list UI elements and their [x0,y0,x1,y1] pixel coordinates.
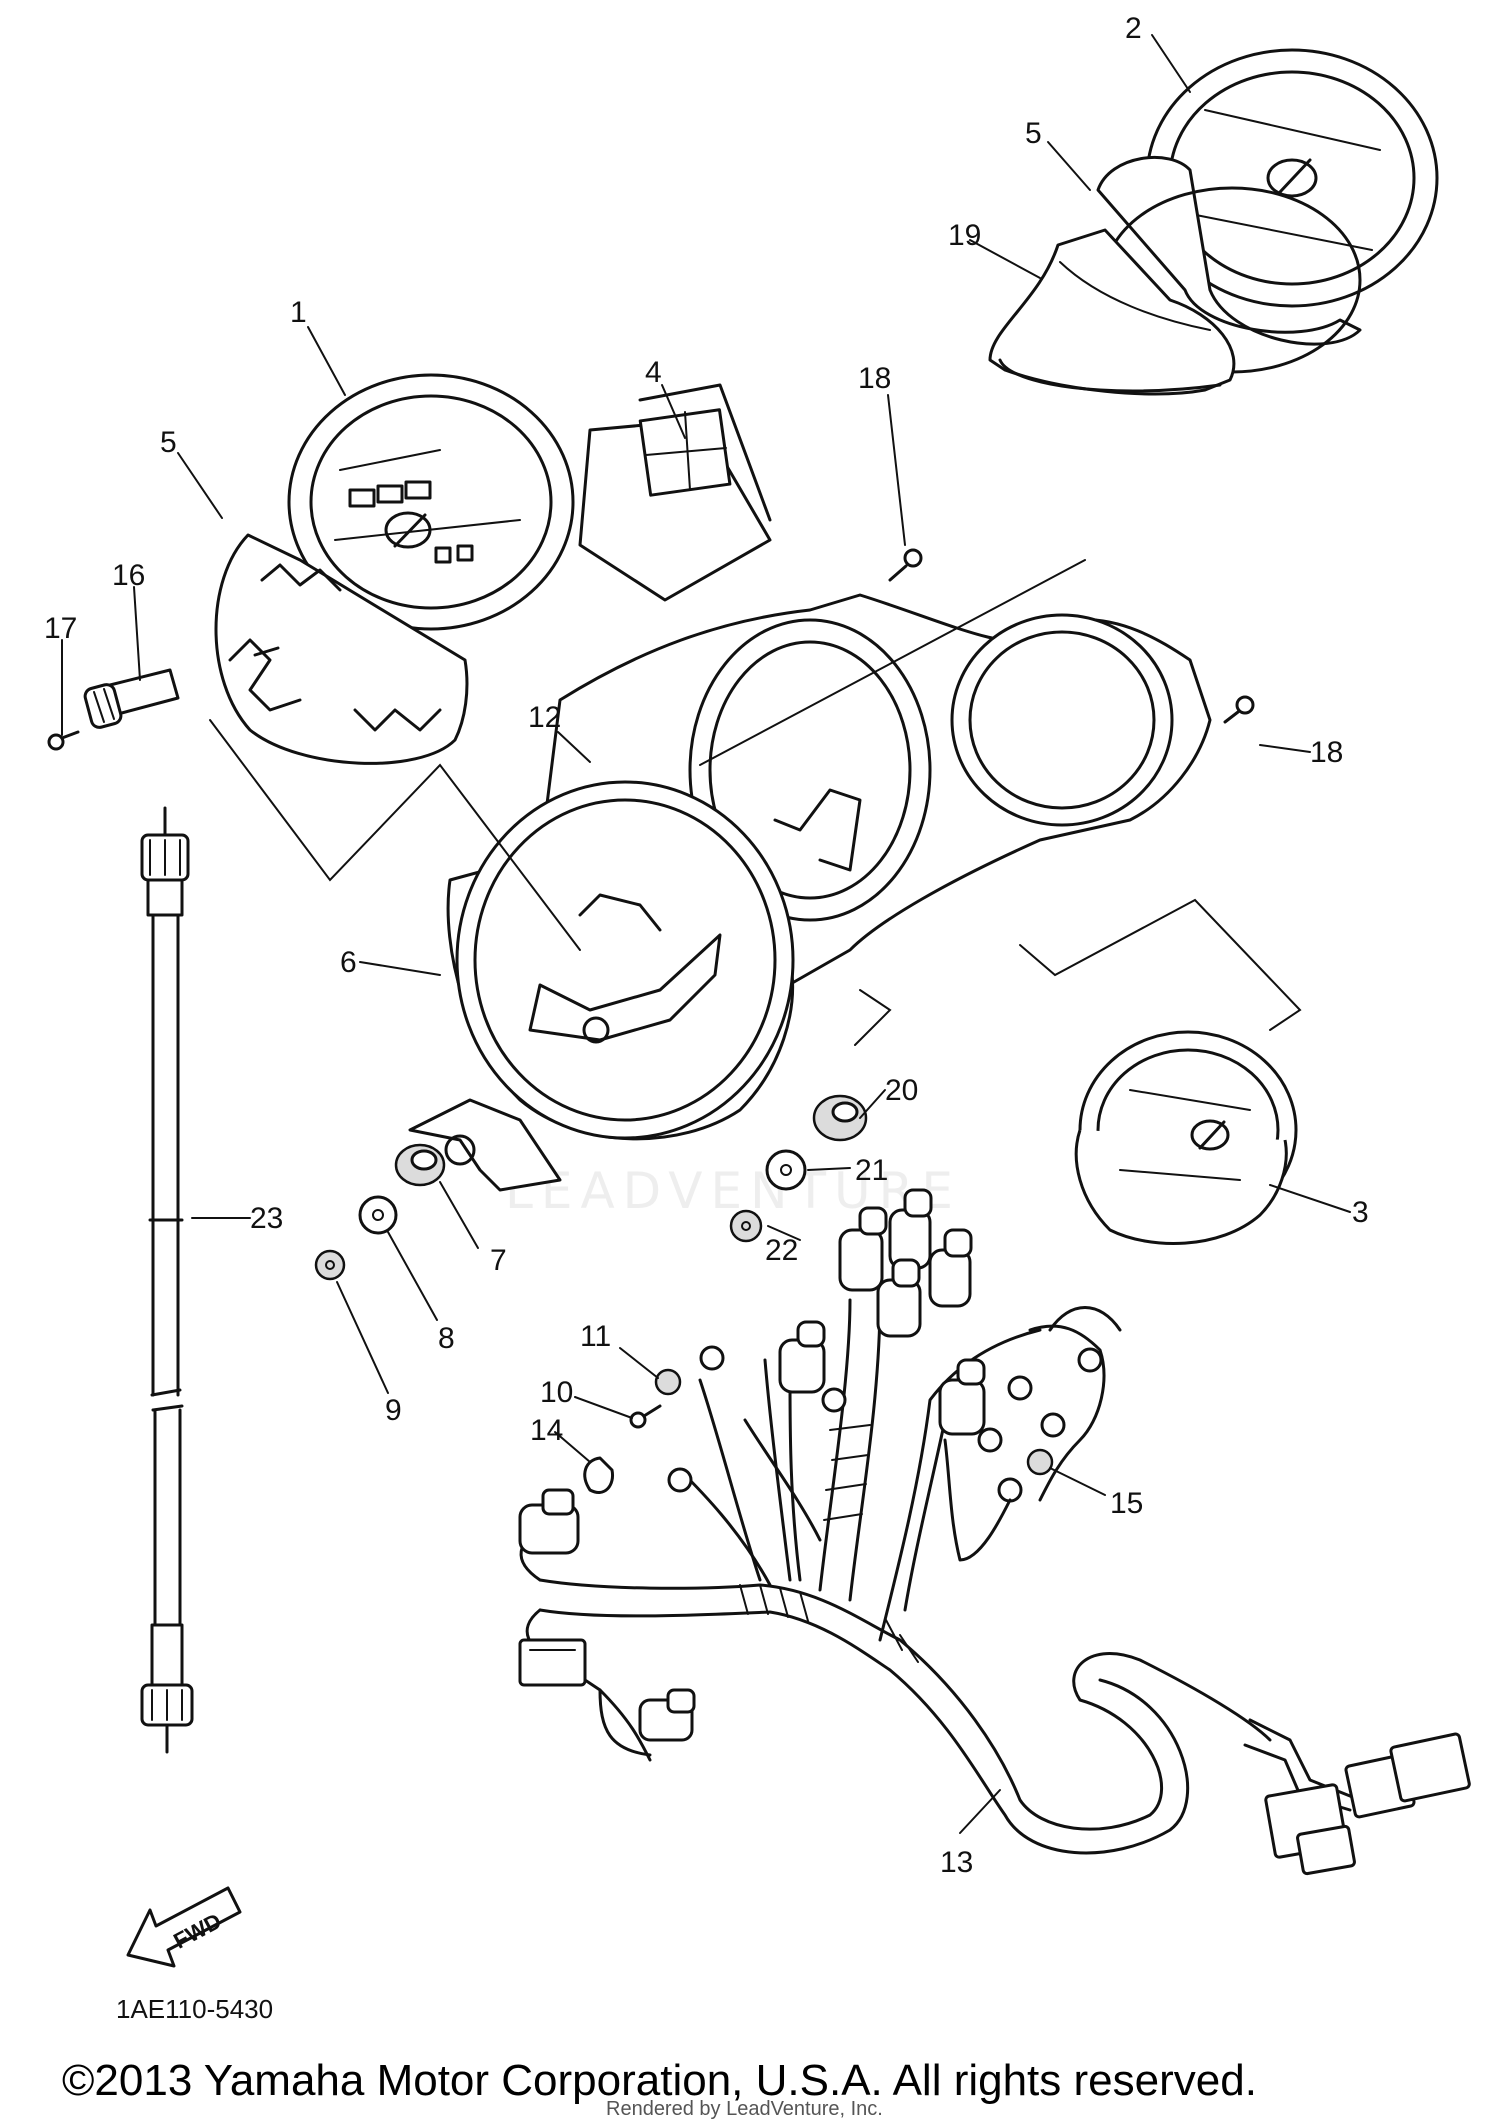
leader-lines [62,35,1350,1833]
part-10-screw [631,1406,660,1427]
part-15-bulb-socket [1028,1450,1052,1474]
callout-label-22: 22 [765,1234,798,1267]
callout-label-18-top: 18 [858,362,891,395]
part-11-nut [656,1370,680,1394]
callout-label-13: 13 [940,1846,973,1879]
part-18-screw-a [890,550,921,580]
part-1-meter-left [289,375,573,629]
part-7-grommet [396,1145,444,1185]
part-21-washer [767,1151,805,1189]
part-5-meter-case-left [216,535,467,763]
part-4-indicator-unit [580,385,770,600]
callout-label-14: 14 [530,1414,563,1447]
callout-label-5-left: 5 [160,426,177,459]
fwd-arrow: FWD [128,1888,240,1966]
callout-label-7: 7 [490,1244,507,1277]
callout-label-2: 2 [1125,12,1142,45]
part-23-speedometer-cable [142,808,192,1752]
part-16-trip-knob [83,670,178,729]
watermark-text: LEADVENTURE [505,1162,961,1220]
part-22-nut [731,1211,761,1241]
part-6-meter-housing [410,782,793,1190]
callout-labels: 1 2 3 4 5 5 6 7 8 9 10 11 12 13 14 15 16… [44,12,1369,1879]
part-14-bulb [585,1458,613,1492]
part-20-grommet [814,1096,866,1140]
part-2-meter-top-right [1147,50,1437,306]
callout-label-16: 16 [112,559,145,592]
callout-label-15: 15 [1110,1487,1143,1520]
callout-label-21: 21 [855,1154,888,1187]
callout-label-23: 23 [250,1202,283,1235]
callout-label-9: 9 [385,1394,402,1427]
callout-label-8: 8 [438,1322,455,1355]
part-17-screw [49,732,78,749]
part-9-nut [316,1251,344,1279]
callout-label-1: 1 [290,296,307,329]
rendered-by-credit: Rendered by LeadVenture, Inc. [606,2098,883,2120]
diagram-code: 1AE110-5430 [116,1994,274,2024]
part-3-meter-lower-right [1076,1032,1296,1244]
callout-label-19: 19 [948,219,981,252]
callout-label-5-upper: 5 [1025,117,1042,150]
callout-label-6: 6 [340,946,357,979]
callout-label-3: 3 [1352,1196,1369,1229]
callout-label-10: 10 [540,1376,573,1409]
callout-label-4: 4 [645,356,662,389]
callout-label-20: 20 [885,1074,918,1107]
callout-label-18-right: 18 [1310,736,1343,769]
callout-label-12: 12 [528,701,561,734]
part-18-screw-b [1225,697,1253,722]
part-8-washer [360,1197,396,1233]
callout-label-11: 11 [580,1320,611,1353]
part-13-wire-harness [520,1190,1470,1874]
assembly-lines [210,560,1300,1045]
part-19-meter-cover [990,230,1234,394]
callout-label-17: 17 [44,612,77,645]
copyright-notice: ©2013 Yamaha Motor Corporation, U.S.A. A… [62,2056,1257,2105]
